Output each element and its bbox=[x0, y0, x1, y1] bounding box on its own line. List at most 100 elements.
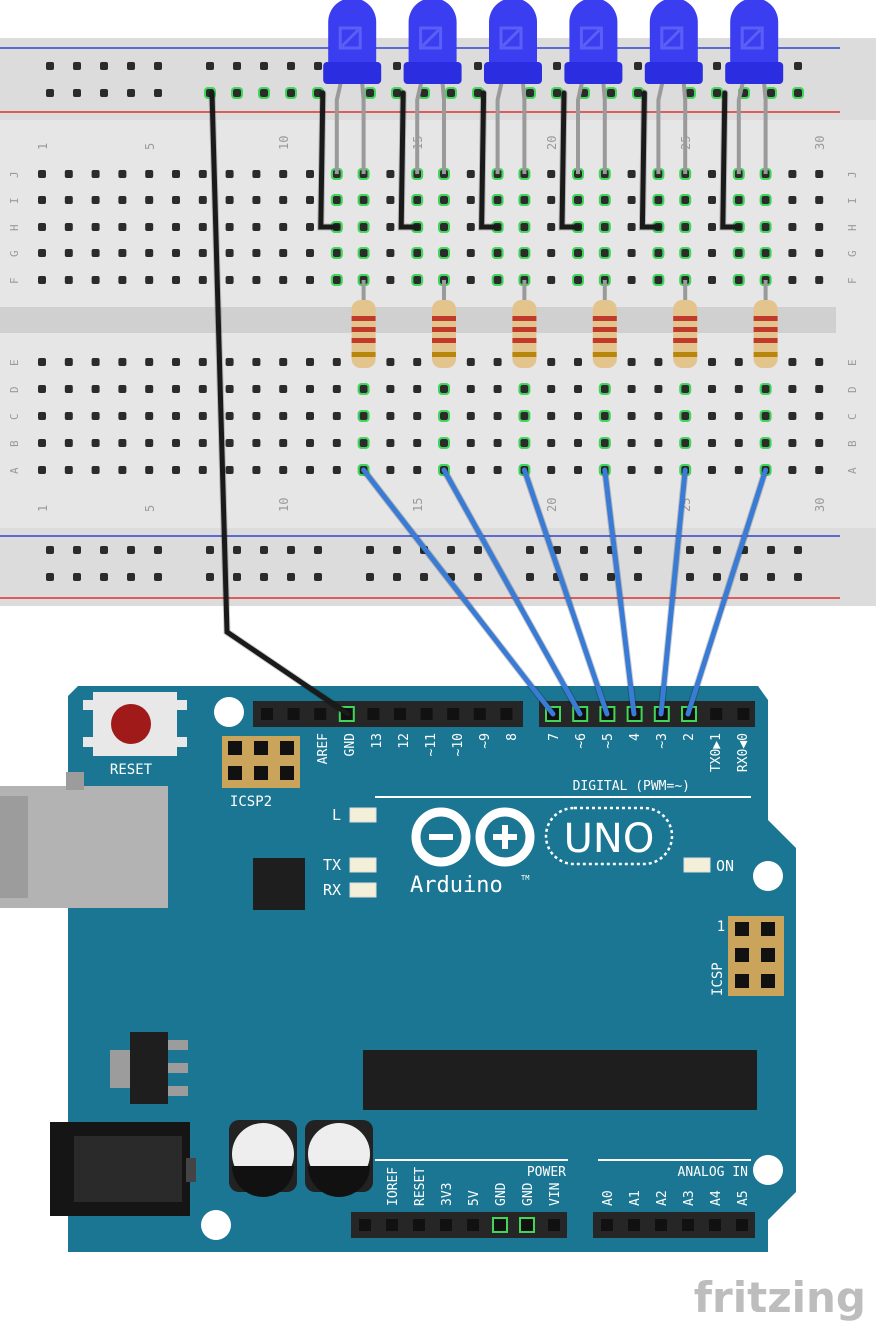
blue-led bbox=[644, 0, 703, 84]
led-on bbox=[683, 857, 711, 873]
digital-pin[interactable] bbox=[447, 708, 460, 720]
power-pin[interactable] bbox=[521, 1219, 533, 1231]
digital-pin[interactable] bbox=[394, 708, 406, 720]
breadboard-hole bbox=[118, 439, 127, 447]
breadboard-hole bbox=[38, 170, 46, 178]
hole-connected-marker bbox=[759, 247, 772, 259]
resistor bbox=[512, 300, 537, 368]
breadboard-hole bbox=[413, 276, 422, 284]
brand-label: Arduino bbox=[410, 873, 503, 898]
breadboard-hole bbox=[627, 466, 636, 474]
breadboard-hole bbox=[332, 276, 341, 284]
breadboard-hole bbox=[332, 439, 341, 447]
breadboard-hole bbox=[761, 439, 770, 447]
breadboard-hole bbox=[359, 196, 368, 204]
power-pin[interactable] bbox=[413, 1219, 425, 1231]
breadboard-hole bbox=[708, 412, 716, 420]
power-pin[interactable] bbox=[467, 1219, 479, 1231]
digital-pin[interactable] bbox=[710, 708, 723, 720]
icsp2-pin bbox=[280, 766, 294, 780]
breadboard-hole bbox=[225, 358, 234, 366]
digital-pin[interactable] bbox=[287, 708, 300, 720]
breadboard-hole bbox=[118, 358, 127, 366]
breadboard-hole bbox=[172, 466, 180, 474]
digital-pin-label: ~3 bbox=[655, 733, 670, 749]
analog-pin[interactable] bbox=[655, 1219, 667, 1231]
hole-connected-marker bbox=[438, 437, 450, 449]
pin-connected-marker bbox=[338, 706, 355, 722]
digital-pin[interactable] bbox=[473, 708, 486, 720]
breadboard-hole bbox=[145, 439, 154, 447]
breadboard-hole bbox=[466, 249, 475, 257]
signal-wire[interactable] bbox=[658, 467, 688, 717]
digital-pin[interactable] bbox=[500, 708, 513, 720]
breadboard-hole bbox=[287, 546, 295, 554]
breadboard-hole bbox=[64, 466, 73, 474]
arduino-board-body bbox=[68, 686, 796, 1252]
breadboard-hole bbox=[734, 358, 743, 366]
cathode-ground-jumper[interactable] bbox=[639, 90, 661, 230]
mounting-hole bbox=[201, 1210, 231, 1240]
analog-pin[interactable] bbox=[628, 1219, 640, 1231]
digital-pin[interactable] bbox=[314, 708, 327, 720]
breadboard-hole bbox=[474, 89, 482, 97]
power-pin[interactable] bbox=[359, 1219, 371, 1231]
reset-label: RESET bbox=[110, 762, 153, 778]
breadboard-hole bbox=[413, 249, 422, 257]
breadboard-hole bbox=[38, 249, 46, 257]
icsp2-pin bbox=[228, 766, 242, 780]
breadboard-hole bbox=[681, 385, 690, 393]
breadboard-hole bbox=[145, 223, 154, 231]
breadboard-hole bbox=[73, 89, 81, 97]
usb-tab bbox=[66, 772, 84, 790]
power-pin[interactable] bbox=[440, 1219, 452, 1231]
cathode-ground-jumper[interactable] bbox=[479, 90, 501, 230]
analog-pin[interactable] bbox=[682, 1219, 694, 1231]
digital-pin[interactable] bbox=[737, 708, 750, 720]
resistor bbox=[673, 300, 698, 368]
hole-connected-marker bbox=[330, 194, 343, 206]
blue-led bbox=[484, 0, 542, 84]
row-letter: J bbox=[8, 171, 21, 178]
digital-pin[interactable] bbox=[420, 708, 433, 720]
hole-connected-marker bbox=[652, 274, 665, 286]
column-number: 1 bbox=[36, 143, 50, 150]
breadboard-hole bbox=[547, 196, 556, 204]
hole-connected-marker bbox=[652, 247, 665, 259]
power-pin[interactable] bbox=[548, 1219, 560, 1231]
breadboard-hole bbox=[127, 573, 135, 581]
cathode-ground-jumper[interactable] bbox=[720, 90, 742, 230]
breadboard-hole bbox=[46, 62, 54, 70]
breadboard-hole bbox=[600, 385, 609, 393]
signal-wire[interactable] bbox=[685, 467, 769, 717]
digital-pin-label: 13 bbox=[370, 733, 385, 749]
power-pin[interactable] bbox=[494, 1219, 506, 1231]
power-pin[interactable] bbox=[386, 1219, 398, 1231]
analog-pin[interactable] bbox=[736, 1219, 748, 1231]
signal-wire[interactable] bbox=[361, 467, 556, 717]
breadboard-hole bbox=[91, 412, 100, 420]
breadboard-hole bbox=[198, 439, 207, 447]
breadboard-hole bbox=[38, 196, 46, 204]
digital-pin[interactable] bbox=[367, 708, 380, 720]
breadboard-hole bbox=[64, 385, 73, 393]
reset-button[interactable] bbox=[111, 704, 151, 744]
breadboard-hole bbox=[366, 546, 374, 554]
ground-wire[interactable] bbox=[209, 90, 351, 717]
analog-pin[interactable] bbox=[709, 1219, 721, 1231]
signal-wire[interactable] bbox=[521, 467, 610, 717]
digital-pin[interactable] bbox=[261, 708, 273, 720]
signal-wire[interactable] bbox=[441, 467, 583, 717]
signal-wire[interactable] bbox=[602, 467, 637, 717]
cathode-ground-jumper[interactable] bbox=[318, 90, 340, 230]
breadboard-hole bbox=[172, 358, 180, 366]
analog-pin[interactable] bbox=[601, 1219, 613, 1231]
column-number: 1 bbox=[36, 505, 50, 512]
breadboard-hole bbox=[91, 196, 100, 204]
breadboard-hole bbox=[64, 358, 73, 366]
cathode-ground-jumper[interactable] bbox=[398, 90, 420, 230]
cathode-ground-jumper[interactable] bbox=[559, 90, 581, 230]
hole-connected-marker bbox=[330, 247, 343, 259]
breadboard-hole bbox=[681, 249, 690, 257]
breadboard-hole bbox=[279, 385, 288, 393]
